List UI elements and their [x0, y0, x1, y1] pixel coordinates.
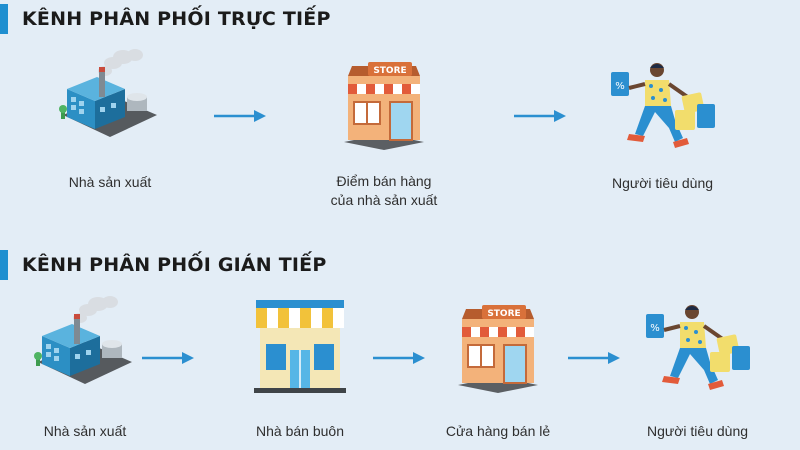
- store-sign: STORE: [487, 309, 520, 319]
- node-wholesaler: Nhà bán buôn: [250, 300, 350, 439]
- flow-arrow-icon: [214, 110, 266, 122]
- store-icon: STORE: [344, 62, 424, 150]
- svg-text:%: %: [650, 323, 660, 334]
- store-sign: STORE: [373, 66, 406, 76]
- flow-arrow-icon: [514, 110, 566, 122]
- svg-text:%: %: [615, 81, 625, 92]
- node-retail-store: STORE Cửa hàng bán lẻ: [446, 305, 550, 439]
- node-manufacturer-store: STORE Điểm bán hàng của nhà sản xuất: [331, 62, 437, 208]
- section-title-indirect: KÊNH PHÂN PHỐI GIÁN TIẾP: [0, 250, 326, 280]
- flow-arrow-icon: [142, 352, 194, 364]
- section-title-direct: KÊNH PHÂN PHỐI TRỰC TIẾP: [0, 4, 331, 34]
- shopper-icon: %: [646, 305, 750, 390]
- node-consumer-indirect: % Người tiêu dùng: [640, 300, 755, 439]
- node-label: Nhà bán buôn: [256, 423, 344, 439]
- node-consumer-direct: % Người tiêu dùng: [605, 58, 720, 191]
- factory-icon: [59, 49, 157, 137]
- node-label: Điểm bán hàng của nhà sản xuất: [274, 172, 494, 210]
- store-icon: STORE: [458, 305, 538, 393]
- title-accent-bar: [0, 250, 8, 280]
- flow-arrow-icon: [373, 352, 425, 364]
- wholesale-shop-icon: [254, 300, 346, 393]
- title-accent-bar: [0, 4, 8, 34]
- flow-arrow-icon: [568, 352, 620, 364]
- section-title-direct-text: KÊNH PHÂN PHỐI TRỰC TIẾP: [22, 8, 331, 30]
- node-label: Cửa hàng bán lẻ: [445, 423, 551, 439]
- node-label: Nhà sản xuất: [68, 174, 152, 190]
- section-title-indirect-text: KÊNH PHÂN PHỐI GIÁN TIẾP: [22, 254, 327, 276]
- node-producer-indirect: Nhà sản xuất: [30, 292, 140, 439]
- node-label: Người tiêu dùng: [611, 175, 714, 191]
- node-label-text: Điểm bán hàng của nhà sản xuất: [330, 173, 438, 208]
- shopper-icon: %: [611, 63, 715, 148]
- node-label: Nhà sản xuất: [43, 423, 127, 439]
- factory-icon: [34, 296, 132, 384]
- node-producer-direct: Nhà sản xuất: [55, 45, 165, 190]
- node-label: Người tiêu dùng: [646, 423, 749, 439]
